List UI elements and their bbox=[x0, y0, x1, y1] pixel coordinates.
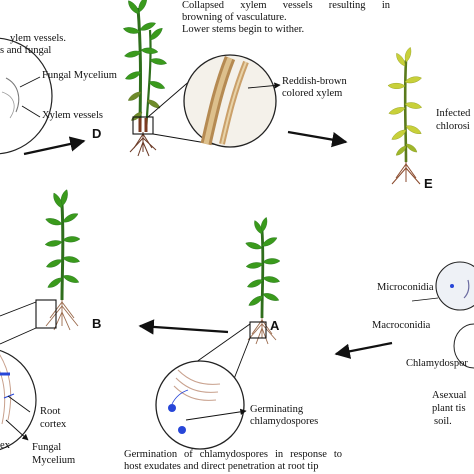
chlamydospores-label: Chlamydospor bbox=[406, 358, 468, 369]
panel-c-xylem-vessels-label: Xylem vessels bbox=[42, 110, 103, 121]
panel-a-caption-line2: host exudates and direct penetration at … bbox=[124, 461, 319, 472]
spore-illustrations bbox=[411, 261, 474, 369]
panel-label-b: B bbox=[92, 316, 102, 331]
panel-b-infected-root-plant bbox=[0, 188, 81, 451]
xylem-callout-line2: colored xylem bbox=[282, 88, 343, 99]
germinating-label-line2: chlamydospores bbox=[250, 416, 319, 427]
panel-b-fungal-label-line2: Mycelium bbox=[32, 455, 76, 466]
asexual-text-line1: Asexual bbox=[432, 390, 467, 401]
arrow-d-to-e bbox=[287, 130, 348, 148]
panel-d-wilting-plant bbox=[122, 0, 281, 157]
macroconidia-label: Macroconidia bbox=[372, 320, 431, 331]
panel-d-caption-line1: Collapsed xylem vessels resulting in bbox=[182, 0, 390, 11]
panel-e-text-line1: Infected bbox=[436, 108, 471, 119]
panel-label-d: D bbox=[92, 126, 102, 141]
root-cortex-label-line1: Root bbox=[40, 406, 61, 417]
panel-d-caption-line2: browning of vasculature. bbox=[182, 12, 287, 23]
panel-c-text-line2: s and fungal bbox=[0, 45, 52, 56]
arrow-e-to-a bbox=[334, 341, 393, 359]
panel-label-a: A bbox=[270, 318, 280, 333]
microconidia-label: Microconidia bbox=[377, 282, 434, 293]
panel-b-fungal-label-line1: Fungal bbox=[32, 442, 62, 453]
panel-e-infected-plant bbox=[387, 46, 423, 185]
panel-b-ex-text: ex bbox=[0, 440, 10, 451]
arrow-c-to-d bbox=[23, 136, 86, 156]
panel-label-e: E bbox=[424, 176, 433, 191]
panel-a-caption-line1: Germination of chlamydospores in respons… bbox=[124, 449, 342, 460]
panel-e-text-line2: chlorosi bbox=[436, 121, 470, 132]
panel-a-healthy-plant bbox=[155, 216, 281, 450]
germinating-label-line1: Germinating bbox=[250, 404, 304, 415]
panel-d-caption-line3: Lower stems begin to wither. bbox=[182, 24, 305, 35]
arrow-a-to-b bbox=[138, 319, 229, 335]
root-cortex-label-line2: cortex bbox=[40, 419, 67, 430]
asexual-text-line2: plant tis bbox=[432, 403, 466, 414]
panel-c-fungal-mycelium-label: Fungal Mycelium bbox=[42, 70, 117, 81]
asexual-text-line3: soil. bbox=[434, 416, 452, 427]
panel-c-text-line1: ylem vessels. bbox=[10, 33, 66, 44]
panel-c-cross-section bbox=[0, 37, 53, 155]
xylem-callout-line1: Reddish-brown bbox=[282, 76, 347, 87]
